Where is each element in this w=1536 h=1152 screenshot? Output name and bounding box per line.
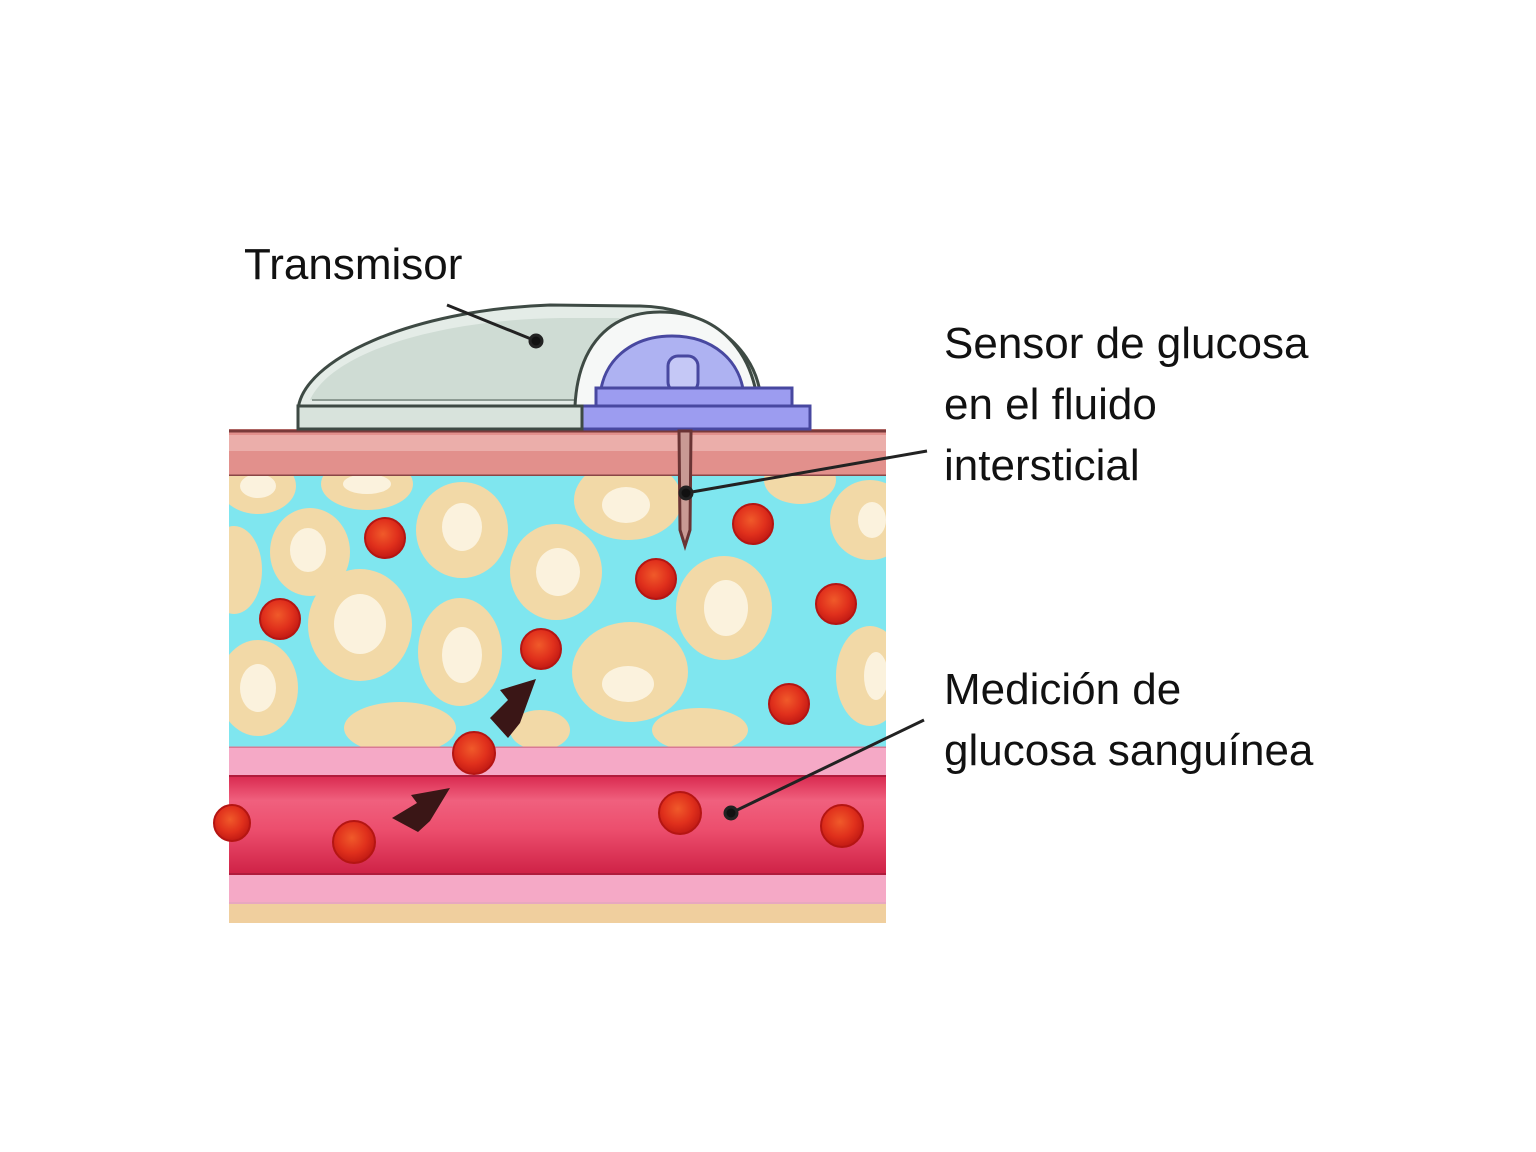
label-sensor: Sensor de glucosa en el fluido interstic… bbox=[944, 313, 1308, 496]
leader-dot-sensor bbox=[678, 485, 694, 501]
diffusion-arrow-upper bbox=[490, 679, 536, 738]
transmitter-device bbox=[296, 303, 812, 431]
fat-cell-nuclei bbox=[240, 476, 886, 712]
red-blood-cells bbox=[213, 503, 864, 864]
leader-line-transmitter bbox=[446, 303, 537, 343]
leader-line-sensor bbox=[685, 449, 928, 495]
fat-cell bbox=[652, 708, 748, 748]
label-sensor-line-2: en el fluido bbox=[944, 380, 1157, 429]
skin-layer bbox=[229, 429, 886, 478]
label-sensor-line-3: intersticial bbox=[944, 441, 1140, 490]
leader-dot-transmitter bbox=[528, 333, 544, 349]
red-blood-cell bbox=[259, 598, 301, 640]
red-blood-cell bbox=[452, 731, 496, 775]
label-blood-line-2: glucosa sanguínea bbox=[944, 726, 1314, 775]
blood-vessel bbox=[229, 748, 886, 903]
red-blood-cell bbox=[364, 517, 406, 559]
diffusion-arrows bbox=[392, 679, 536, 832]
deep-tissue-layer bbox=[229, 903, 886, 923]
label-blood-line-1: Medición de bbox=[944, 665, 1182, 714]
label-transmitter-text: Transmisor bbox=[244, 240, 463, 289]
label-transmitter: Transmisor bbox=[244, 234, 462, 295]
red-blood-cell bbox=[520, 628, 562, 670]
red-blood-cell bbox=[635, 558, 677, 600]
red-blood-cell bbox=[732, 503, 774, 545]
leader-dot-blood bbox=[723, 805, 739, 821]
red-blood-cell bbox=[658, 791, 702, 835]
fat-cell bbox=[764, 476, 836, 504]
fat-cells bbox=[229, 476, 886, 748]
fat-cell bbox=[344, 702, 456, 748]
label-sensor-line-1: Sensor de glucosa bbox=[944, 319, 1309, 368]
red-blood-cell bbox=[332, 820, 376, 864]
fat-cell bbox=[510, 710, 570, 748]
fat-cell bbox=[229, 526, 262, 614]
red-blood-cell bbox=[213, 804, 251, 842]
leader-line-blood bbox=[730, 718, 925, 815]
red-blood-cell bbox=[768, 683, 810, 725]
leader-lines bbox=[446, 303, 928, 821]
red-blood-cell bbox=[815, 583, 857, 625]
red-blood-cell bbox=[820, 804, 864, 848]
fat-cell bbox=[836, 626, 886, 726]
diffusion-arrow-lower bbox=[392, 788, 450, 832]
label-blood-glucose: Medición de glucosa sanguínea bbox=[944, 659, 1313, 781]
interstitial-tissue bbox=[229, 476, 886, 748]
